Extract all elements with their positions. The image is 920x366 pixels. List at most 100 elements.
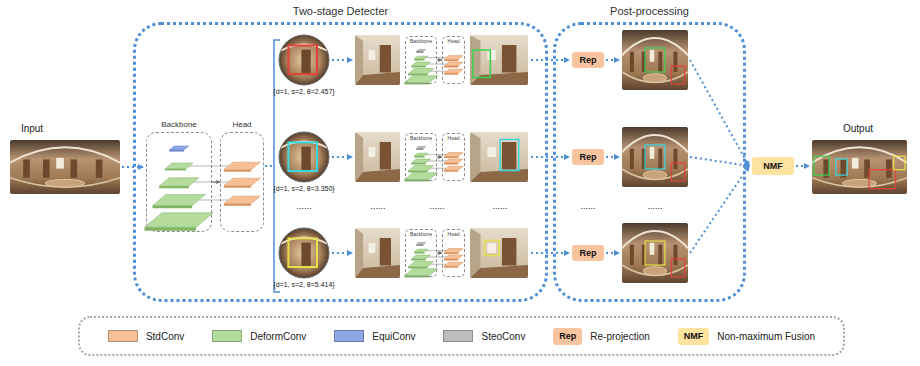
deformconv-layer bbox=[153, 194, 206, 208]
node-label: Rep bbox=[579, 55, 596, 65]
stage-region: Two-stage DetecterBackboneHead{d=1, s=2,… bbox=[133, 22, 548, 302]
deformconv-layer bbox=[414, 153, 428, 157]
deformconv-layer bbox=[408, 166, 434, 173]
legend-item: SteoConv bbox=[443, 330, 525, 342]
stdconv-layer bbox=[224, 162, 260, 172]
lateral-link bbox=[190, 166, 229, 167]
flow-arrow bbox=[332, 252, 352, 254]
fisheye-view: {d=1, s=2, θ=5.414} bbox=[278, 227, 330, 279]
legend-text: Re-projection bbox=[590, 331, 649, 342]
reprojected-result bbox=[622, 223, 688, 283]
reprojected-result bbox=[622, 127, 688, 187]
fisheye-image bbox=[278, 227, 330, 279]
legend-text: EquiConv bbox=[372, 331, 415, 342]
flow-arrow bbox=[531, 59, 569, 61]
legend-swatch bbox=[443, 330, 473, 342]
fisheye-view: {d=1, s=2, θ=2.457} bbox=[278, 34, 330, 86]
mini-network-block: Backbone bbox=[405, 36, 437, 84]
legend-swatch: Rep bbox=[553, 328, 582, 345]
ellipsis: ...... bbox=[370, 201, 385, 211]
node-label: Post-processing bbox=[556, 5, 743, 17]
deformconv-layer bbox=[145, 213, 214, 231]
deformconv-layer bbox=[411, 255, 430, 261]
network-block: Backbone bbox=[146, 132, 212, 232]
lateral-link bbox=[431, 71, 447, 72]
mini-network-block: Backbone bbox=[405, 229, 437, 277]
ellipsis: ...... bbox=[580, 201, 595, 211]
lateral-link bbox=[431, 168, 447, 169]
lateral-link bbox=[428, 257, 446, 258]
deformconv-layer bbox=[411, 62, 430, 68]
stdconv-layer bbox=[444, 56, 463, 61]
ellipsis: ...... bbox=[492, 201, 507, 211]
reprojection-box: Rep bbox=[572, 149, 604, 165]
node-label: Backbone bbox=[147, 120, 211, 129]
flow-arrow bbox=[690, 166, 749, 253]
top-layer bbox=[169, 146, 188, 152]
mini-network-block: Head bbox=[442, 229, 465, 277]
node-label: Rep bbox=[579, 152, 596, 162]
node-label: Head bbox=[221, 120, 263, 129]
stdconv-layer bbox=[444, 62, 463, 67]
ellipsis: ...... bbox=[429, 201, 444, 211]
deformconv-layer bbox=[411, 159, 430, 165]
flow-arrow bbox=[531, 252, 569, 254]
stdconv-layer bbox=[444, 159, 463, 164]
flow-arrow bbox=[606, 252, 619, 254]
legend-frame: StdConv DeformConv EquiConv SteoConv Rep Re-p… bbox=[78, 316, 845, 356]
stdconv-layer bbox=[444, 166, 463, 171]
legend-swatch bbox=[108, 330, 138, 342]
stdconv-layer bbox=[444, 255, 463, 260]
legend-swatch: NMF bbox=[678, 328, 710, 345]
stdconv-layer bbox=[224, 178, 260, 188]
perspective-view bbox=[355, 132, 400, 182]
view-parameters: {d=1, s=2, θ=3.350} bbox=[273, 185, 334, 192]
legend-swatch bbox=[334, 330, 364, 342]
top-layer bbox=[416, 49, 425, 52]
connector bbox=[212, 182, 220, 183]
flow-arrow bbox=[606, 59, 619, 61]
perspective-view bbox=[355, 35, 400, 85]
io-label: Output bbox=[843, 123, 873, 134]
view-parameters: {d=1, s=2, θ=5.414} bbox=[273, 281, 334, 288]
mini-network-block: Head bbox=[442, 36, 465, 84]
legend-item: StdConv bbox=[108, 330, 184, 342]
deformconv-layer bbox=[414, 249, 428, 253]
deformconv-layer bbox=[159, 178, 199, 188]
deformconv-layer bbox=[408, 69, 434, 76]
perspective-view bbox=[355, 228, 400, 278]
flow-arrow bbox=[265, 165, 273, 167]
ellipsis: ...... bbox=[296, 201, 311, 211]
legend-text: Non-maximum Fusion bbox=[717, 331, 815, 342]
node-label: Head bbox=[443, 135, 464, 141]
node-label: Backbone bbox=[406, 135, 436, 141]
flow-arrow bbox=[690, 60, 749, 166]
top-layer bbox=[416, 242, 425, 245]
fisheye-image bbox=[278, 131, 330, 183]
stdconv-layer bbox=[444, 249, 463, 254]
node-label: Backbone bbox=[406, 231, 436, 237]
legend-text: StdConv bbox=[146, 331, 184, 342]
legend-item: NMF Non-maximum Fusion bbox=[678, 328, 815, 345]
legend-item: DeformConv bbox=[212, 330, 306, 342]
stage-region: Post-processingRepRepRep bbox=[553, 22, 746, 302]
stdconv-layer bbox=[444, 153, 463, 158]
node-label: Backbone bbox=[406, 38, 436, 44]
flow-arrow bbox=[332, 59, 352, 61]
legend-sample-label: NMF bbox=[684, 331, 704, 341]
flow-arrow bbox=[332, 156, 352, 158]
network-block: Head bbox=[220, 132, 264, 232]
node-label: Rep bbox=[579, 248, 596, 258]
lateral-link bbox=[199, 200, 229, 201]
fusion-box: NMF bbox=[752, 157, 794, 175]
lateral-link bbox=[431, 264, 447, 265]
deformconv-layer bbox=[165, 163, 193, 170]
top-layer bbox=[416, 146, 425, 149]
deformconv-layer bbox=[408, 262, 434, 269]
lateral-link bbox=[428, 161, 446, 162]
ellipsis: ...... bbox=[647, 201, 662, 211]
input-panorama bbox=[10, 140, 120, 194]
fisheye-image bbox=[278, 34, 330, 86]
